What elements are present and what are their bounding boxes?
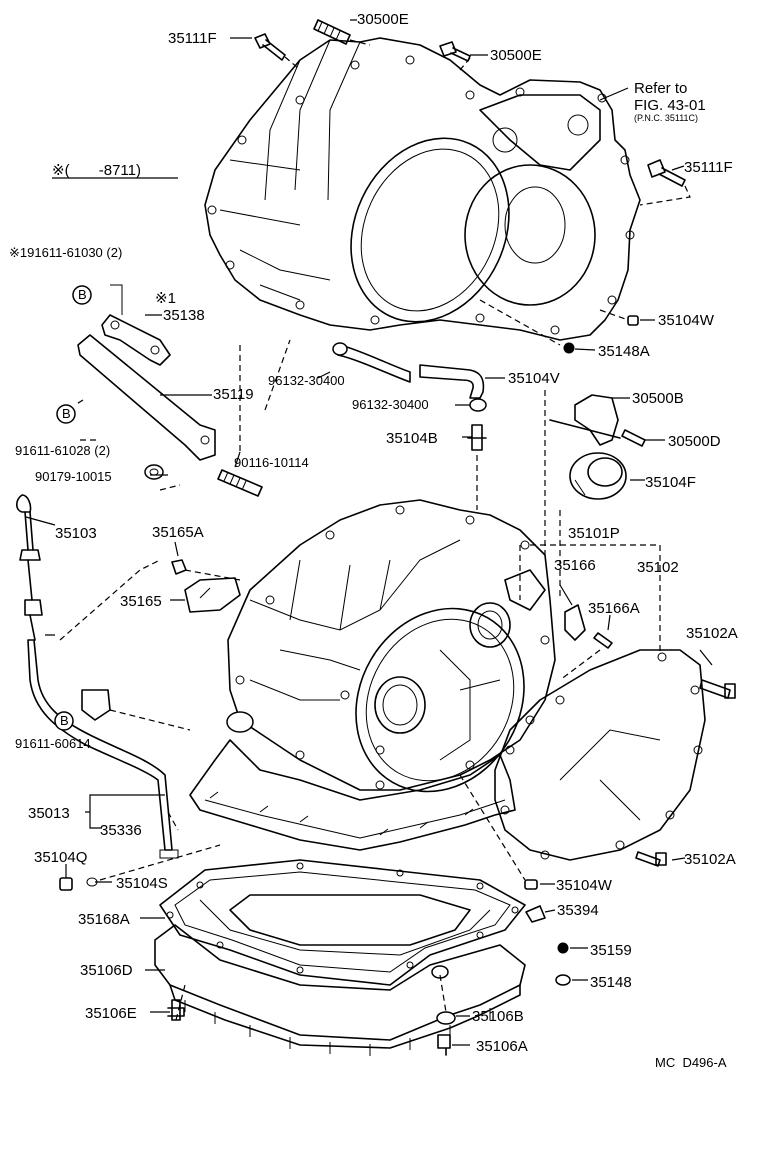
- bolt-35165A-icon: [171, 559, 187, 575]
- bolt-35111F-b-icon: [647, 159, 686, 187]
- bolt-35102A-a-icon: [699, 679, 736, 699]
- washer-35159-icon: [557, 942, 569, 954]
- label-fig-ref: FIG. 43-01: [634, 97, 706, 114]
- transaxle-case: [226, 499, 556, 793]
- label-note-header: ※( -8711): [52, 162, 141, 179]
- label-30500E-top: 30500E: [357, 11, 409, 28]
- plate-35394-icon: [525, 905, 546, 923]
- label-35106E: 35106E: [85, 1005, 137, 1022]
- label-35104W-top: 35104W: [658, 312, 715, 329]
- bolt-35102A-b-icon: [635, 851, 667, 867]
- label-35103: 35103: [55, 525, 97, 542]
- label-35148: 35148: [590, 974, 632, 991]
- b-mark-3-icon: [54, 711, 74, 731]
- footer-diagram-code: MC D496-A: [655, 1055, 727, 1070]
- label-35013: 35013: [28, 805, 70, 822]
- b-mark-2-icon: [56, 404, 76, 424]
- bolt-35111F-a-icon: [254, 33, 286, 61]
- drain-plug-35106A-icon: [437, 1034, 451, 1056]
- label-35101P: 35101P: [568, 525, 620, 542]
- label-96132-30400-a: 96132-30400: [268, 373, 345, 388]
- plug-35104Q-icon: [59, 877, 73, 891]
- label-90179-10015: 90179-10015: [35, 469, 112, 484]
- label-35165: 35165: [120, 593, 162, 610]
- bracket-30500B-icon: [549, 394, 621, 446]
- label-35111F-right: 35111F: [684, 159, 733, 176]
- label-35102: 35102: [637, 559, 679, 576]
- union-35104B-icon: [467, 424, 487, 451]
- label-b-mark-2: B: [62, 406, 71, 421]
- gasket-35148-icon: [555, 974, 571, 986]
- label-30500B: 30500B: [632, 390, 684, 407]
- plug-35104W-icon: [627, 315, 639, 326]
- label-91611-60614: 91611-60614: [15, 736, 91, 751]
- label-35159: 35159: [590, 942, 632, 959]
- bolt-30500E-b-icon: [439, 41, 471, 62]
- label-35104S: 35104S: [116, 875, 168, 892]
- bolt-90116-10114-icon: [217, 469, 263, 497]
- bolt-30500D-icon: [621, 429, 646, 447]
- label-35104W-bot: 35104W: [556, 877, 613, 894]
- bracket-35138-icon: [101, 284, 171, 366]
- stay-35119-icon: [77, 334, 216, 461]
- bolt-30500E-a-icon: [313, 19, 351, 45]
- gasket-35106B-icon: [436, 1011, 456, 1025]
- label-35111F-top: 35111F: [168, 30, 217, 47]
- label-30500E-b: 30500E: [490, 47, 542, 64]
- plug-35166-icon: [564, 604, 586, 641]
- label-35106A: 35106A: [476, 1038, 528, 1055]
- label-91611-61028: 91611-61028 (2): [15, 443, 110, 458]
- label-b-mark-3: B: [60, 713, 69, 728]
- label-35138: 35138: [163, 307, 205, 324]
- b-mark-1-icon: [72, 285, 92, 305]
- transaxle-housing: [204, 37, 641, 341]
- label-35102A-top: 35102A: [686, 625, 738, 642]
- gasket-35168A-icon: [159, 859, 526, 986]
- label-35165A: 35165A: [152, 524, 204, 541]
- label-b-mark-1: B: [78, 287, 87, 302]
- washer-35148A-icon: [563, 342, 575, 354]
- label-35104F: 35104F: [645, 474, 696, 491]
- label-96132-30400-b: 96132-30400: [352, 397, 429, 412]
- label-35168A: 35168A: [78, 911, 130, 928]
- label-35166: 35166: [554, 557, 596, 574]
- label-35336: 35336: [100, 822, 142, 839]
- case-lower-flange: [189, 739, 516, 851]
- label-35104Q: 35104Q: [34, 849, 87, 866]
- label-91611-61030: ※191611-61030 (2): [9, 245, 122, 260]
- bolt-35166A-icon: [593, 632, 613, 649]
- label-35148A: 35148A: [598, 343, 650, 360]
- part-labels: 30500E 35111F 30500E Refer to FIG. 43-01…: [9, 11, 738, 1070]
- cover-35102-icon: [494, 649, 706, 861]
- label-35104V: 35104V: [508, 370, 560, 387]
- label-35394: 35394: [557, 902, 599, 919]
- label-35119: 35119: [213, 386, 254, 403]
- label-note-1: ※1: [155, 290, 176, 307]
- nut-90179-10015-icon: [144, 464, 164, 480]
- oil-seal-35104F-icon: [569, 452, 627, 500]
- drain-plug-35106E-icon: [167, 999, 185, 1021]
- label-35166A: 35166A: [588, 600, 640, 617]
- label-35102A-bot: 35102A: [684, 851, 736, 868]
- label-refer-to: Refer to: [634, 80, 687, 97]
- label-90116-10114: 90116-10114: [234, 455, 309, 470]
- dipstick-35103-icon: [15, 494, 43, 641]
- label-30500D: 30500D: [668, 433, 721, 450]
- plate-35165-icon: [184, 577, 241, 613]
- label-pnc-ref: (P.N.C. 35111C): [634, 113, 698, 123]
- plug-35104W-b-icon: [524, 879, 538, 890]
- oil-pan-35106D-icon: [154, 894, 526, 1056]
- label-35106B: 35106B: [472, 1008, 524, 1025]
- label-35104B: 35104B: [386, 430, 438, 447]
- label-35106D: 35106D: [80, 962, 133, 979]
